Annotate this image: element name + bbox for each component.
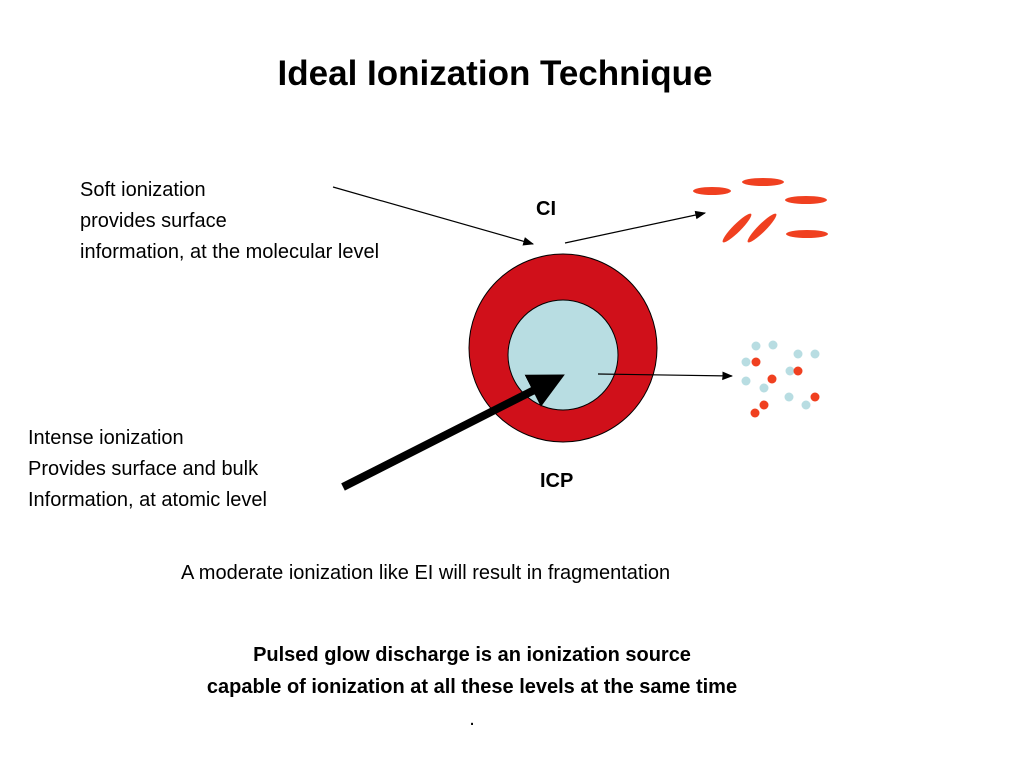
atom-red <box>751 357 761 367</box>
atom-light <box>768 340 778 350</box>
atom-light <box>759 383 769 393</box>
molecule-fragment <box>742 178 784 186</box>
icp-label: ICP <box>540 470 574 492</box>
atom-red <box>793 366 803 376</box>
molecular-fragments <box>693 178 828 243</box>
molecule-fragment <box>722 213 752 243</box>
soft-arrow <box>332 186 535 246</box>
intense-line-2: Provides surface and bulk <box>28 458 259 480</box>
atom-red <box>759 400 769 410</box>
intense-ionization-text: Intense ionization Provides surface and … <box>28 423 267 516</box>
atom-light <box>784 392 794 402</box>
soft-line-2: provides surface <box>80 210 227 232</box>
atom-light <box>741 376 751 386</box>
atomic-output-arrow <box>597 371 734 381</box>
molecule-fragment <box>693 187 731 195</box>
soft-line-3: information, at the molecular level <box>80 241 380 263</box>
atom-light <box>793 349 803 359</box>
pulsed-glow-statement: Pulsed glow discharge is an ionization s… <box>0 639 944 735</box>
intense-line-3: Information, at atomic level <box>28 489 267 511</box>
molecule-fragment <box>786 230 828 238</box>
atom-red <box>810 392 820 402</box>
atom-light <box>785 366 795 376</box>
molecule-fragment <box>747 213 777 243</box>
molecule-fragment <box>785 196 827 204</box>
pulsed-line-2-period: . <box>469 708 475 730</box>
pulsed-line-1: Pulsed glow discharge is an ionization s… <box>253 644 691 666</box>
atom-light <box>741 357 751 367</box>
atom-red <box>750 408 760 418</box>
soft-line-1: Soft ionization <box>80 179 206 201</box>
pulsed-line-2: capable of ionization at all these level… <box>0 671 944 735</box>
atom-light <box>810 349 820 359</box>
ci-label: CI <box>536 198 556 220</box>
atom-light <box>801 400 811 410</box>
slide-title: Ideal Ionization Technique <box>277 54 713 93</box>
intense-arrow <box>341 374 565 491</box>
soft-ionization-text: Soft ionization provides surface informa… <box>80 175 379 268</box>
intense-line-1: Intense ionization <box>28 427 184 449</box>
atom-light <box>751 341 761 351</box>
atomic-particles <box>741 340 820 418</box>
pulsed-line-2-text: capable of ionization at all these level… <box>206 676 738 698</box>
atom-red <box>767 374 777 384</box>
ci-output-arrow <box>564 210 707 244</box>
moderate-ionization-note: A moderate ionization like EI will resul… <box>181 562 671 584</box>
